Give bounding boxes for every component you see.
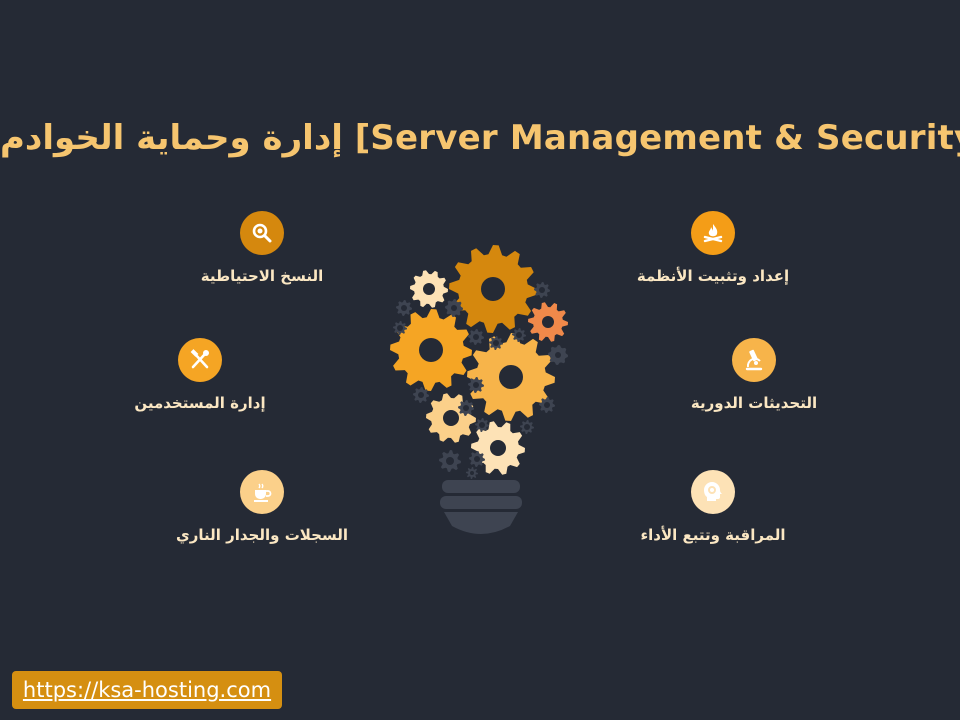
- gear-lightbulb-illustration: [390, 245, 568, 534]
- feature-system-setup-icon-circle: [691, 211, 735, 255]
- gear-hole: [479, 422, 485, 428]
- gear-hole: [451, 305, 457, 311]
- gear-hole: [499, 365, 523, 389]
- gear-hole: [555, 352, 561, 358]
- feature-backups: النسخ الاحتياطية: [152, 211, 372, 285]
- gear-hole: [401, 305, 407, 311]
- feature-updates: التحديثات الدورية: [644, 338, 864, 412]
- gears-cluster: [390, 245, 568, 479]
- campfire-icon: [703, 224, 723, 243]
- gear-hole: [443, 410, 459, 426]
- gear-hole: [418, 392, 424, 398]
- gear-hole: [474, 456, 480, 462]
- gear-hole: [481, 277, 505, 301]
- gear-hole: [473, 382, 479, 388]
- feature-backups-label: النسخ الاحتياطية: [200, 267, 324, 285]
- head-gear-icon: [704, 482, 722, 501]
- feature-user-management-label: إدارة المستخدمين: [134, 394, 266, 412]
- coffee-cup-icon: [254, 483, 272, 502]
- website-link[interactable]: https://ksa-hosting.com: [12, 671, 282, 709]
- gear-hole: [544, 402, 550, 408]
- feature-user-management: إدارة المستخدمين: [90, 338, 310, 412]
- gear-hole: [446, 457, 454, 465]
- feature-system-setup: إعداد وتثبيت الأنظمة: [603, 211, 823, 285]
- feature-monitoring-label: المراقبة وتتبع الأداء: [640, 526, 786, 544]
- gear-hole: [419, 338, 443, 362]
- feature-monitoring: المراقبة وتتبع الأداء: [603, 470, 823, 544]
- gear-hole: [490, 440, 506, 456]
- microscope-icon: [745, 349, 763, 371]
- feature-logs-firewall: السجلات والجدار الناري: [152, 470, 372, 544]
- feature-monitoring-icon-circle: [691, 470, 735, 514]
- bulb-base: [440, 480, 522, 534]
- gear-hole: [397, 325, 403, 331]
- feature-backups-icon-circle: [240, 211, 284, 255]
- gear-hole: [539, 287, 545, 293]
- search-icon: [252, 223, 272, 243]
- gear-hole: [493, 340, 499, 346]
- feature-system-setup-label: إعداد وتثبيت الأنظمة: [636, 267, 790, 285]
- feature-logs-firewall-label: السجلات والجدار الناري: [175, 526, 349, 544]
- gear-hole: [470, 471, 474, 475]
- gear-hole: [524, 424, 530, 430]
- gear-hole: [516, 332, 522, 338]
- feature-user-management-icon-circle: [178, 338, 222, 382]
- feature-updates-label: التحديثات الدورية: [690, 394, 818, 412]
- gear-hole: [423, 283, 435, 295]
- page-title: إدارة وحماية الخوادم [Server Management …: [0, 118, 960, 158]
- gear-hole: [463, 405, 469, 411]
- feature-logs-firewall-icon-circle: [240, 470, 284, 514]
- gear-hole: [473, 334, 479, 340]
- tools-icon: [190, 349, 209, 369]
- feature-updates-icon-circle: [732, 338, 776, 382]
- gear-hole: [542, 316, 554, 328]
